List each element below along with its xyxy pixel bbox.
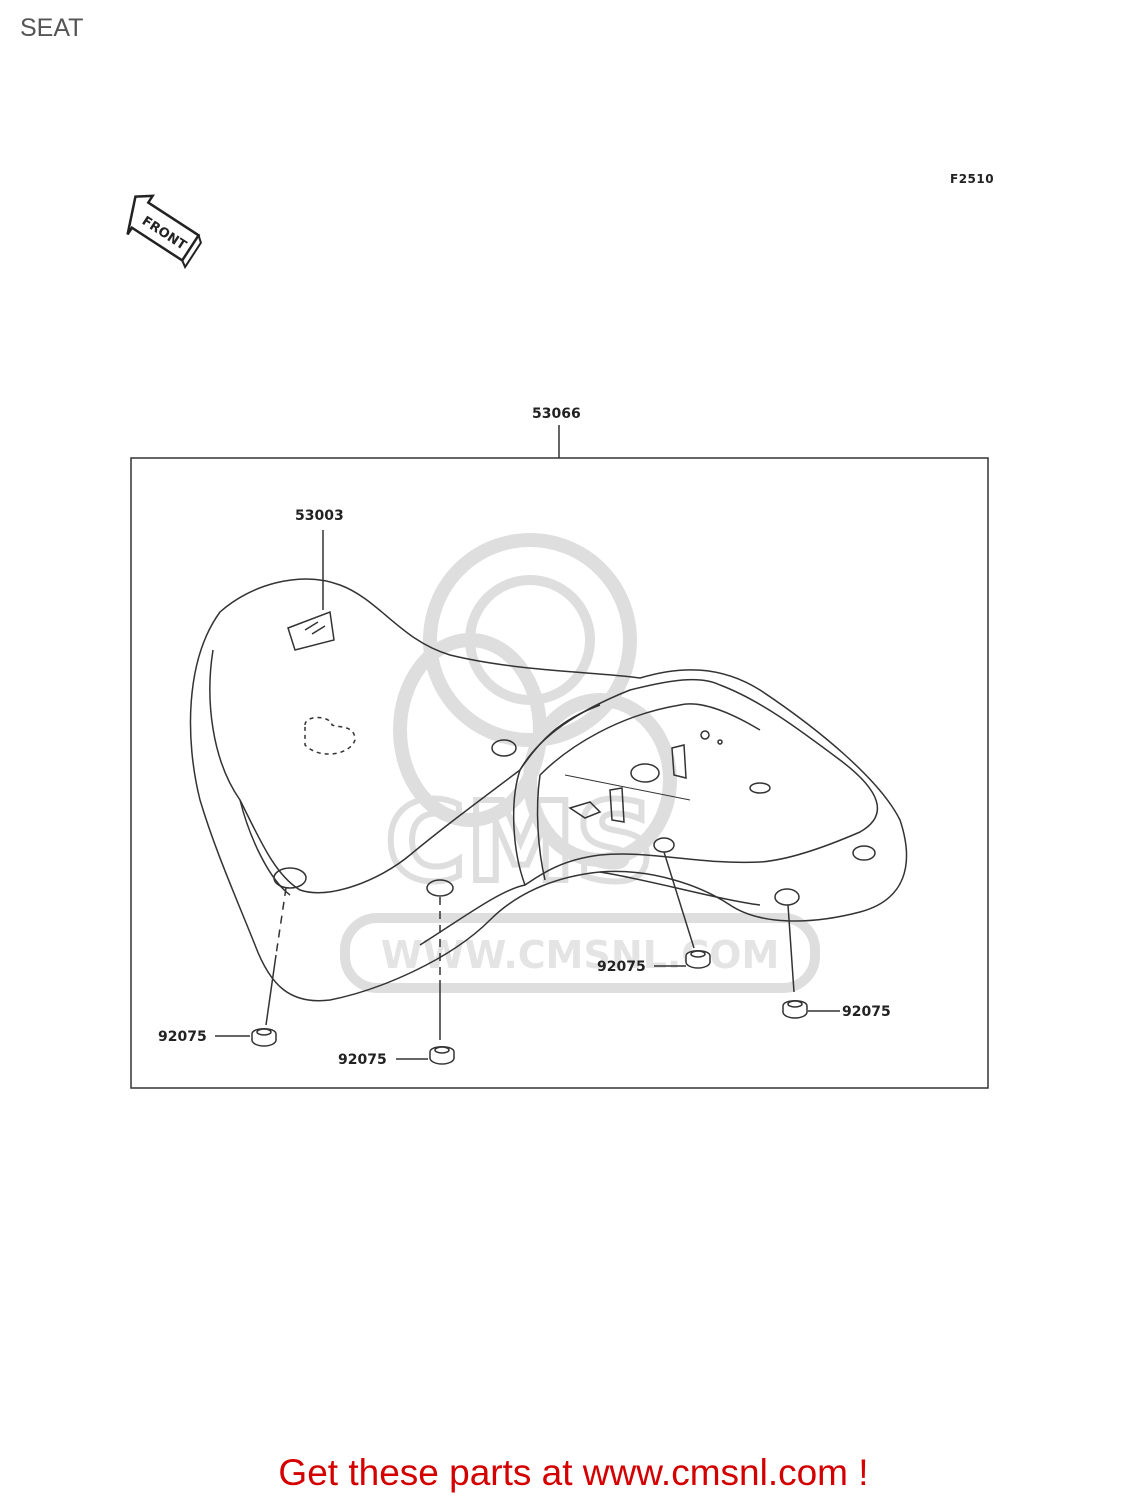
part-number-92075-1: 92075 xyxy=(158,1029,207,1045)
part-number-92075-3: 92075 xyxy=(597,959,646,975)
watermark-url: WWW.CMSNL.COM xyxy=(381,933,780,977)
part-number-92075-4: 92075 xyxy=(842,1004,891,1020)
leader-damper-4 xyxy=(787,904,795,993)
damper-2-icon xyxy=(429,1046,455,1065)
damper-4-icon xyxy=(782,1000,808,1019)
front-arrow-icon: FRONT xyxy=(126,194,202,270)
leader-damper-3 xyxy=(663,851,695,949)
assembly-frame xyxy=(130,457,989,1089)
part-number-53003: 53003 xyxy=(295,508,344,524)
damper-3-icon xyxy=(685,950,711,969)
damper-1-icon xyxy=(251,1028,277,1047)
leader-damper-1-dashed xyxy=(275,887,287,956)
leader-damper-1 xyxy=(265,954,277,1026)
shop-link[interactable]: Get these parts at www.cmsnl.com ! xyxy=(278,1452,869,1493)
seat-drawing xyxy=(189,578,908,1002)
cms-watermark-logo: CMS WWW.CMSNL.COM xyxy=(340,533,820,993)
part-number-92075-2: 92075 xyxy=(338,1052,387,1068)
part-number-53066: 53066 xyxy=(532,406,581,422)
diagram-code: F2510 xyxy=(950,172,995,186)
page-title: SEAT xyxy=(20,14,84,42)
